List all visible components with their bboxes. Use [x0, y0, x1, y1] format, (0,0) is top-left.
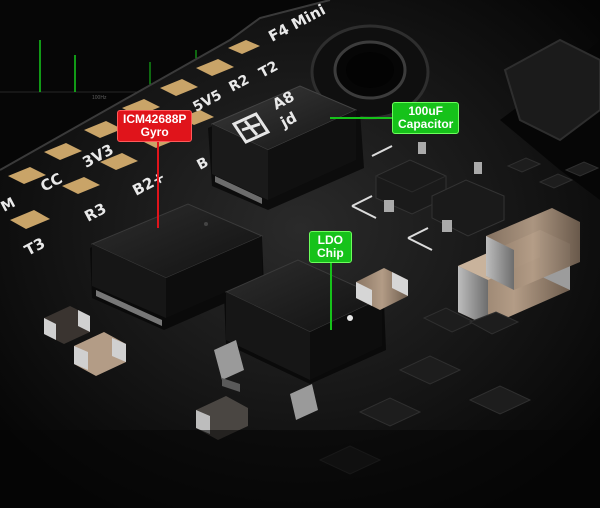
capacitor-marking-jd: jd	[277, 108, 300, 132]
mounting-hole	[310, 24, 430, 120]
board-bracket	[503, 38, 600, 142]
ldo-callout-label: Chip	[317, 246, 344, 260]
background-chart-label: 100Hz	[92, 95, 107, 101]
capacitor-callout-label: Capacitor	[398, 117, 454, 131]
capacitor-polarity-mark	[231, 112, 271, 144]
capacitor-callout-value: 100uF	[408, 104, 444, 118]
ceramic-capacitor-medium	[486, 208, 580, 290]
ldo-callout: LDO Chip	[309, 231, 352, 263]
silkscreen-outlines	[351, 145, 433, 251]
ldo-chip	[214, 259, 386, 420]
sot-transistor-right	[431, 162, 505, 237]
gyro-callout-label: Gyro	[140, 125, 169, 139]
gyro-chip	[90, 203, 264, 330]
ldo-callout-title: LDO	[317, 233, 343, 247]
ceramic-capacitor-small	[356, 268, 408, 310]
resistor-bottom-left	[196, 396, 248, 440]
gyro-callout-model: ICM42688P	[123, 112, 187, 126]
resistor-left-2	[74, 332, 126, 376]
callout-leaders	[157, 117, 394, 330]
resistor-left-1	[44, 306, 90, 344]
tantalum-capacitor: A8 jd	[208, 85, 364, 210]
capacitor-callout: 100uF Capacitor	[392, 102, 460, 134]
silk-t2: T2	[256, 58, 281, 81]
gyro-callout: ICM42688P Gyro	[117, 110, 193, 142]
